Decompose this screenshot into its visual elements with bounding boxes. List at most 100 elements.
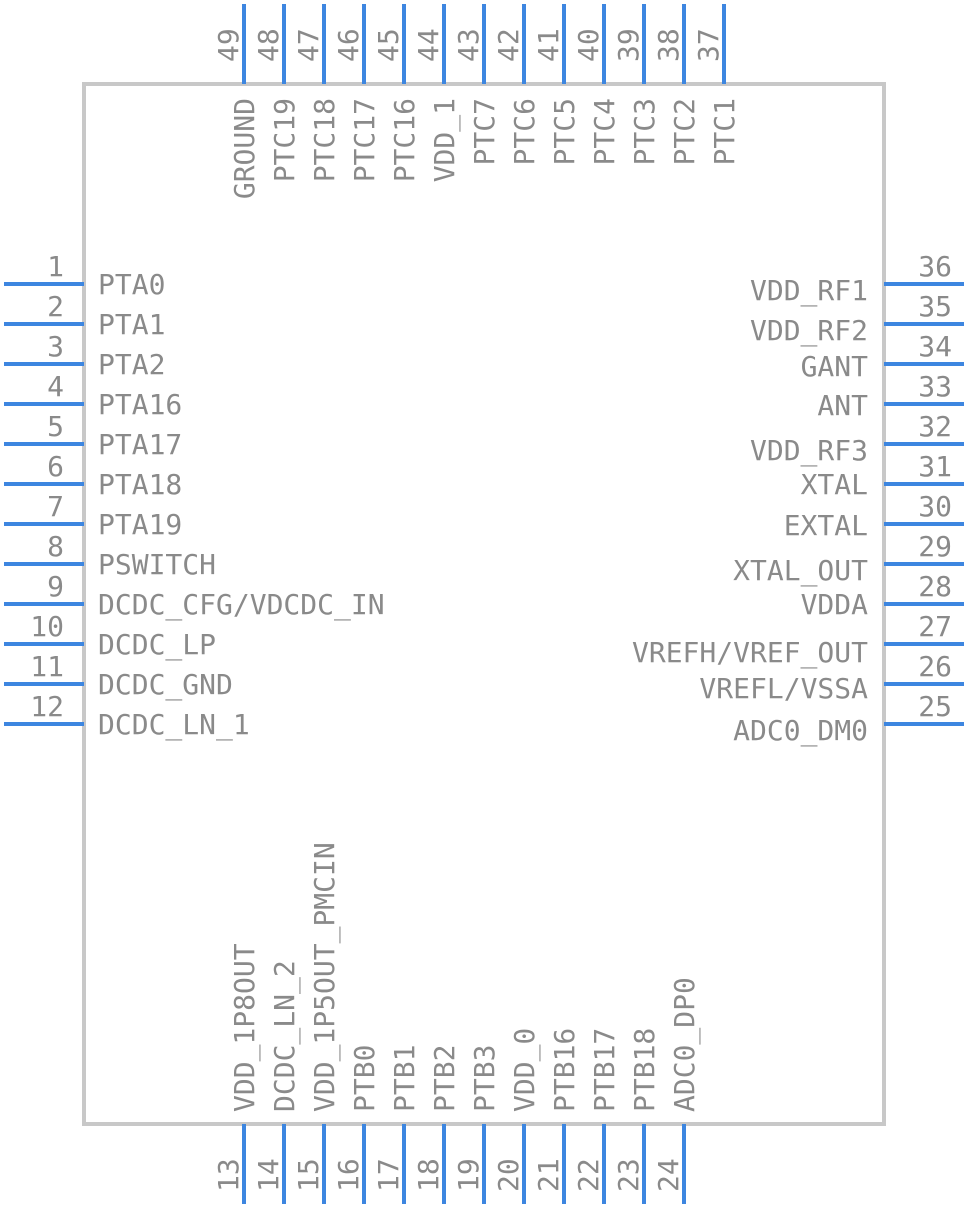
- pin-49-number: 49: [212, 28, 245, 62]
- pin-23-number: 23: [612, 1158, 645, 1192]
- pin-25-number: 25: [918, 690, 952, 723]
- pin-43-number: 43: [452, 28, 485, 62]
- pin-26-number: 26: [918, 650, 952, 683]
- pin-35-label: VDD_RF2: [750, 314, 868, 348]
- pin-33-number: 33: [918, 370, 952, 403]
- pin-9-number: 9: [47, 570, 64, 603]
- pin-48-number: 48: [252, 28, 285, 62]
- pin-16-number: 16: [332, 1158, 365, 1192]
- pin-10-number: 10: [30, 610, 64, 643]
- pin-29-number: 29: [918, 530, 952, 563]
- pin-38-label: PTC2: [668, 98, 701, 165]
- pin-20-number: 20: [492, 1158, 525, 1192]
- pin-27-label: VREFH/VREF_OUT: [632, 636, 868, 670]
- pin-37-label: PTC1: [708, 98, 741, 165]
- pin-3-number: 3: [47, 330, 64, 363]
- pin-15-number: 15: [292, 1158, 325, 1192]
- pin-13-number: 13: [212, 1158, 245, 1192]
- pin-47-label: PTC18: [308, 98, 341, 182]
- pin-11-number: 11: [30, 650, 64, 683]
- pin-11-label: DCDC_GND: [98, 668, 233, 702]
- pin-27-number: 27: [918, 610, 952, 643]
- pin-2-number: 2: [47, 290, 64, 323]
- pin-24-number: 24: [652, 1158, 685, 1192]
- pin-48-label: PTC19: [268, 98, 301, 182]
- pin-5-label: PTA17: [98, 428, 182, 461]
- pin-20-label: VDD_0: [508, 1028, 542, 1112]
- pin-8-label: PSWITCH: [98, 548, 216, 581]
- pin-7-number: 7: [47, 490, 64, 523]
- pin-6-number: 6: [47, 450, 64, 483]
- pin-43-label: PTC7: [468, 98, 501, 165]
- pin-34-number: 34: [918, 330, 952, 363]
- pin-25-label: ADC0_DM0: [733, 714, 868, 748]
- pin-2-label: PTA1: [98, 308, 165, 341]
- pin-46-label: PTC17: [348, 98, 381, 182]
- pin-3-label: PTA2: [98, 348, 165, 381]
- pin-22-number: 22: [572, 1158, 605, 1192]
- pin-7-label: PTA19: [98, 508, 182, 541]
- pin-18-number: 18: [412, 1158, 445, 1192]
- pin-46-number: 46: [332, 28, 365, 62]
- pin-15-label: VDD_1P5OUT_PMCIN: [308, 842, 342, 1112]
- pin-47-number: 47: [292, 28, 325, 62]
- pin-13-label: VDD_1P8OUT: [228, 943, 262, 1112]
- pin-41-label: PTC5: [548, 98, 581, 165]
- pin-42-number: 42: [492, 28, 525, 62]
- pin-1-number: 1: [47, 250, 64, 283]
- pin-35-number: 35: [918, 290, 952, 323]
- pin-9-label: DCDC_CFG/VDCDC_IN: [98, 588, 385, 622]
- pin-12-number: 12: [30, 690, 64, 723]
- pin-45-label: PTC16: [388, 98, 421, 182]
- pin-12-label: DCDC_LN_1: [98, 708, 250, 742]
- pin-21-label: PTB16: [548, 1028, 581, 1112]
- pin-17-number: 17: [372, 1158, 405, 1192]
- pin-17-label: PTB1: [388, 1045, 421, 1112]
- pin-24-label: ADC0_DP0: [668, 977, 702, 1112]
- pin-41-number: 41: [532, 28, 565, 62]
- pin-39-number: 39: [612, 28, 645, 62]
- pin-32-number: 32: [918, 410, 952, 443]
- pin-36-number: 36: [918, 250, 952, 283]
- pin-29-label: XTAL_OUT: [733, 554, 868, 588]
- pin-6-label: PTA18: [98, 468, 182, 501]
- pin-14-number: 14: [252, 1158, 285, 1192]
- pin-30-label: EXTAL: [784, 509, 868, 542]
- pin-26-label: VREFL/VSSA: [699, 672, 868, 705]
- pin-42-label: PTC6: [508, 98, 541, 165]
- pin-8-number: 8: [47, 530, 64, 563]
- pin-37-number: 37: [692, 28, 725, 62]
- pin-36-label: VDD_RF1: [750, 274, 868, 308]
- pin-44-number: 44: [412, 28, 445, 62]
- pin-31-label: XTAL: [801, 468, 868, 501]
- pin-28-label: VDDA: [801, 588, 869, 621]
- pin-4-label: PTA16: [98, 388, 182, 421]
- pin-28-number: 28: [918, 570, 952, 603]
- pin-45-number: 45: [372, 28, 405, 62]
- pin-30-number: 30: [918, 490, 952, 523]
- pin-1-label: PTA0: [98, 268, 165, 301]
- pin-31-number: 31: [918, 450, 952, 483]
- pin-22-label: PTB17: [588, 1028, 621, 1112]
- pin-39-label: PTC3: [628, 98, 661, 165]
- pin-21-number: 21: [532, 1158, 565, 1192]
- pin-4-number: 4: [47, 370, 64, 403]
- pin-40-label: PTC4: [588, 98, 621, 165]
- pin-38-number: 38: [652, 28, 685, 62]
- pin-19-number: 19: [452, 1158, 485, 1192]
- pin-18-label: PTB2: [428, 1045, 461, 1112]
- pin-16-label: PTB0: [348, 1045, 381, 1112]
- pin-34-label: GANT: [801, 350, 869, 383]
- pin-5-number: 5: [47, 410, 64, 443]
- pin-44-label: VDD_1: [428, 98, 462, 182]
- pin-40-number: 40: [572, 28, 605, 62]
- pin-19-label: PTB3: [468, 1045, 501, 1112]
- pin-23-label: PTB18: [628, 1028, 661, 1112]
- pin-33-label: ANT: [817, 389, 868, 422]
- pin-10-label: DCDC_LP: [98, 628, 216, 662]
- pin-14-label: DCDC_LN_2: [268, 960, 302, 1112]
- pin-49-label: GROUND: [228, 98, 261, 199]
- pin-32-label: VDD_RF3: [750, 434, 868, 468]
